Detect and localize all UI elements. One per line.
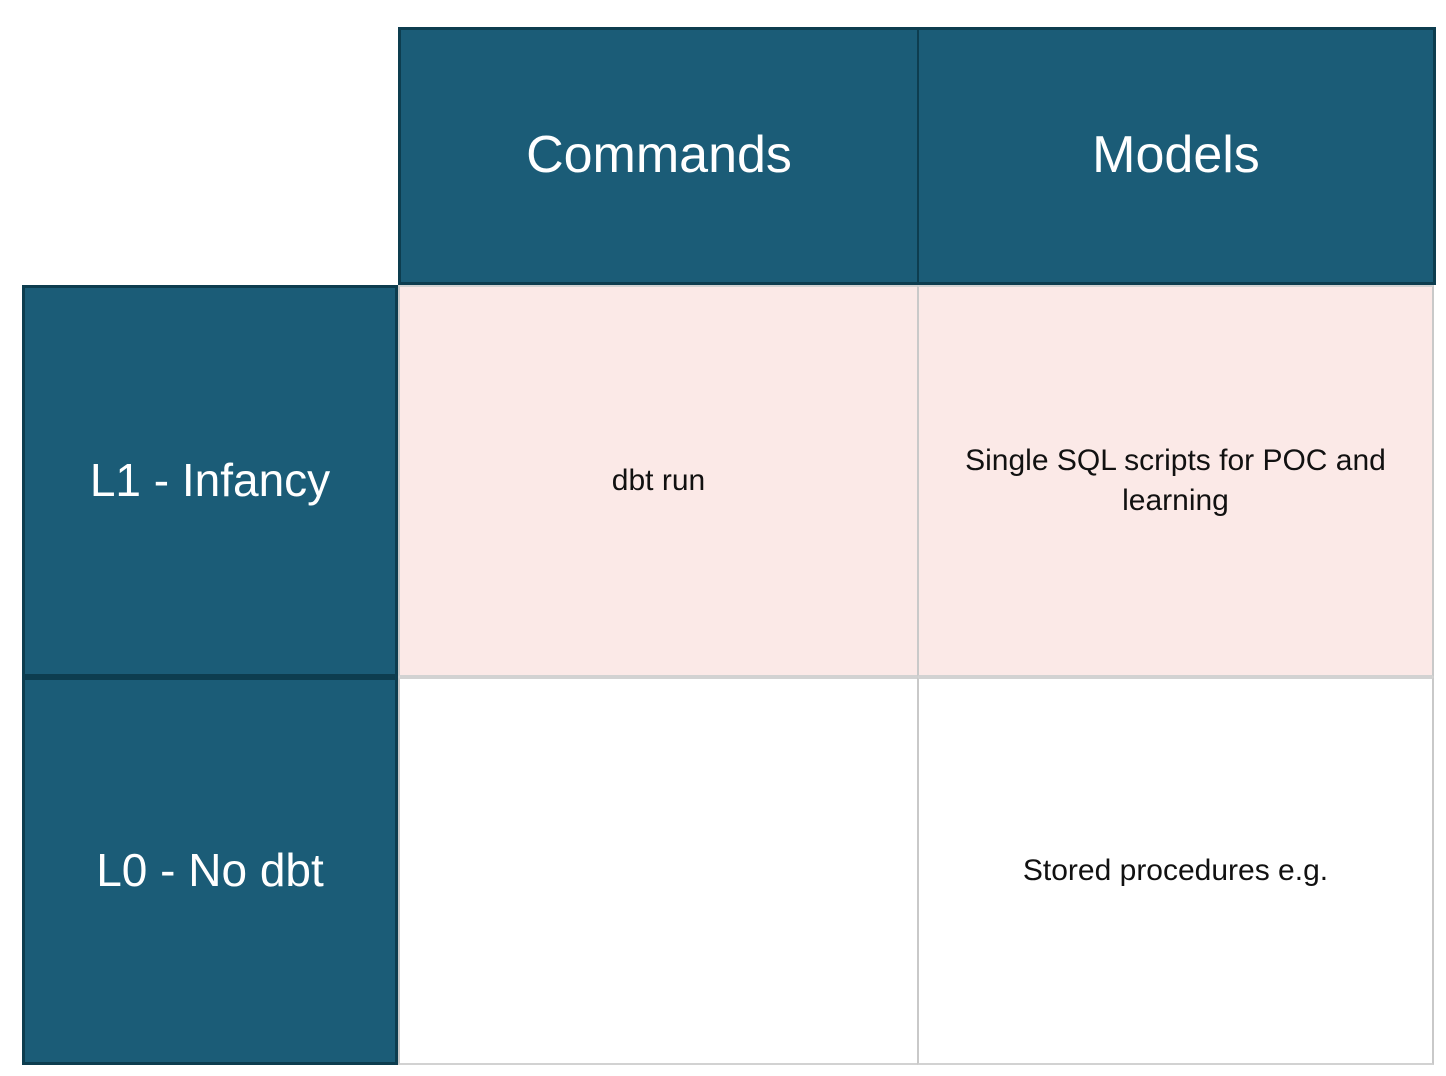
- cell-l0-models: Stored procedures e.g.: [917, 677, 1434, 1065]
- row-header-l1: L1 - Infancy: [22, 285, 398, 677]
- row-header-l0-label: L0 - No dbt: [96, 844, 324, 897]
- cell-l0-models-text: Stored procedures e.g.: [1022, 853, 1329, 887]
- column-header-commands: Commands: [398, 27, 919, 285]
- cell-l0-commands: [398, 677, 919, 1065]
- column-header-models: Models: [917, 27, 1436, 285]
- column-header-commands-label: Commands: [526, 126, 792, 185]
- cell-l1-models-text: Single SQL scripts for POC and learning: [965, 443, 1386, 518]
- cell-l1-models: Single SQL scripts for POC and learning: [917, 285, 1434, 677]
- matrix-corner-spacer: [0, 0, 398, 285]
- cell-l1-commands: dbt run: [398, 285, 919, 677]
- column-header-models-label: Models: [1092, 126, 1260, 185]
- cell-l1-commands-text: dbt run: [611, 463, 706, 497]
- row-header-l1-label: L1 - Infancy: [89, 454, 331, 507]
- row-header-l0: L0 - No dbt: [22, 677, 398, 1065]
